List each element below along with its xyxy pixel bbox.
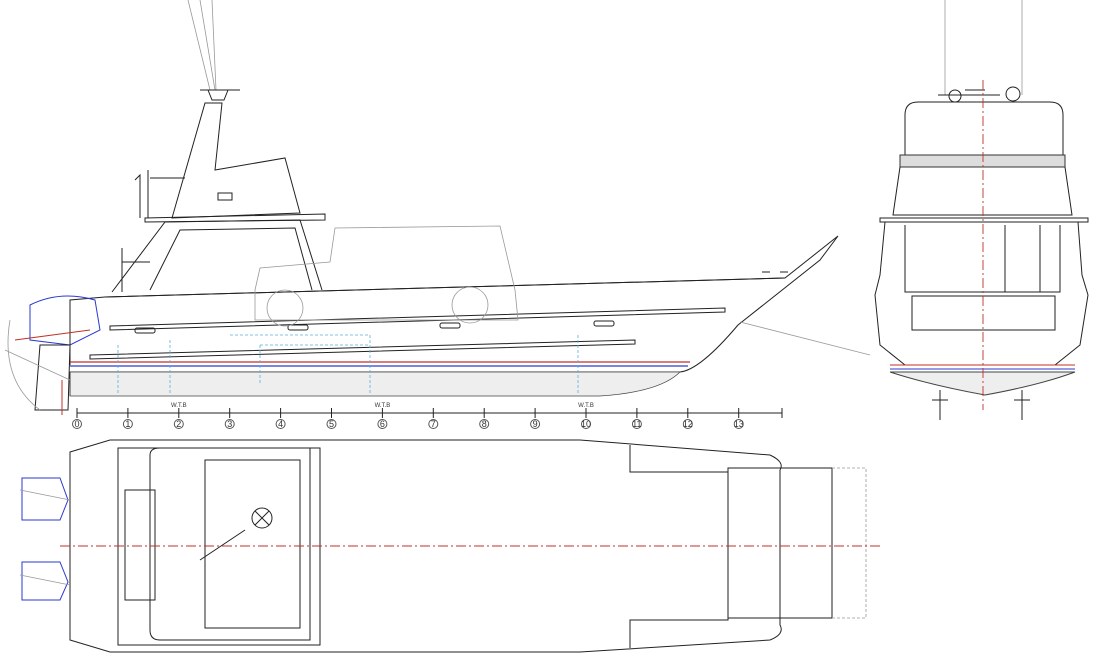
frame-label: 9 xyxy=(533,419,538,429)
frame-marker-icon xyxy=(122,419,133,429)
frame-label: 7 xyxy=(431,419,436,429)
frame-marker-icon xyxy=(173,419,184,429)
frame-marker-icon xyxy=(72,419,82,429)
frame-marker-icon xyxy=(682,419,693,429)
frame-marker-icon xyxy=(377,419,388,429)
frame-marker-icon xyxy=(224,419,235,429)
frame-marker-icon xyxy=(581,419,591,429)
frame-label: 11 xyxy=(632,419,641,429)
frame-label: 8 xyxy=(482,419,487,429)
frame-label: 12 xyxy=(683,419,693,429)
deck-plan-view xyxy=(19,439,880,653)
side-profile-view xyxy=(4,0,871,415)
stern-elevation-view xyxy=(874,0,1089,420)
frame-marker-icon xyxy=(530,419,541,429)
watertight-bulkhead-label: W.T.B xyxy=(375,403,391,409)
watertight-bulkhead-label: W.T.B xyxy=(171,403,187,409)
frame-marker-icon xyxy=(733,419,744,429)
frame-label: 5 xyxy=(329,419,334,429)
frame-label: 3 xyxy=(227,419,232,429)
frame-label: 1 xyxy=(125,419,130,429)
watertight-bulkhead-label: W.T.B xyxy=(578,403,594,409)
frame-label: 10 xyxy=(581,419,591,429)
window xyxy=(217,192,233,201)
frame-label: 2 xyxy=(176,419,181,429)
frame-label: 13 xyxy=(734,419,744,429)
frame-marker-icon xyxy=(326,419,337,429)
frame-label: 4 xyxy=(278,419,283,429)
frame-label: 6 xyxy=(380,419,385,429)
frame-label: 0 xyxy=(74,419,79,429)
frame-marker-icon xyxy=(428,419,439,429)
frame-marker-icon xyxy=(631,419,642,429)
frame-marker-icon xyxy=(275,419,286,429)
frame-marker-icon xyxy=(479,419,490,429)
